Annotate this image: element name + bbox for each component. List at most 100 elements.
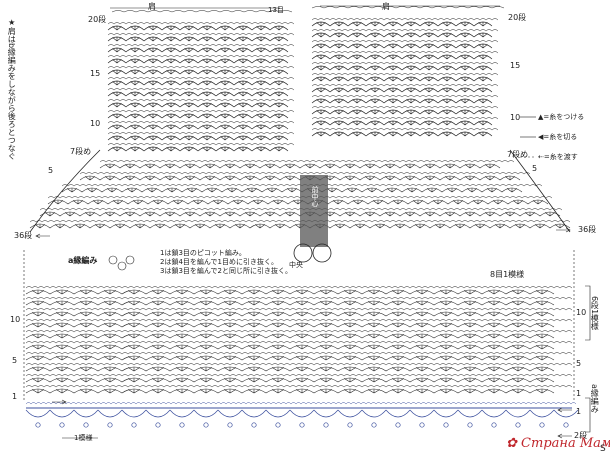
a-border-scallop	[169, 409, 195, 418]
yoke-left-fan-row	[107, 58, 289, 64]
yoke-left-fan-row	[107, 25, 289, 31]
body-chain-row	[25, 319, 573, 322]
row-label-10-body-right: 10	[576, 308, 587, 317]
row-label-20-left: 20段	[88, 15, 107, 24]
yoke-right-chain-row	[311, 95, 499, 98]
partial-s: S	[600, 444, 606, 454]
yoke-body-chain-row	[99, 160, 515, 163]
a-border-picot	[347, 422, 353, 428]
yoke-right-chain-row	[311, 62, 499, 65]
a-border-row-1	[25, 402, 577, 405]
picot-note-title: a縁編み	[68, 256, 98, 265]
yoke-left-chain-row	[107, 110, 295, 113]
body-chain-row	[25, 374, 573, 377]
front-center-band	[300, 175, 328, 247]
legend-attach: ▲=糸をつける	[538, 113, 585, 121]
body-fan-row	[25, 355, 555, 361]
yoke-left-fan-row	[107, 91, 289, 97]
a-border-picot	[299, 422, 305, 428]
row-label-36-right: 36段	[578, 225, 597, 234]
yoke-right-chain-row	[311, 51, 499, 54]
row-direction-arrow	[557, 407, 572, 413]
yoke-left-fan-row	[107, 36, 289, 42]
yoke-body-fan-row	[47, 199, 549, 205]
a-border-picot	[467, 422, 473, 428]
a-border-picot	[179, 422, 185, 428]
yoke-left-chain-row	[107, 99, 295, 102]
a-border-bracket	[585, 397, 591, 433]
a-border-scallop	[409, 409, 435, 418]
yoke-right-fan-row	[311, 109, 493, 115]
a-border-scallop	[217, 409, 243, 418]
a-border-picot	[419, 422, 425, 428]
yoke-right-chain-row	[311, 73, 499, 76]
yoke-right-chain-row	[311, 117, 499, 120]
picot-diagram-1	[108, 255, 118, 265]
watermark: ✿ Страна Мам	[506, 436, 610, 451]
row-label-5-body-left: 5	[12, 356, 18, 365]
armhole-right-edge	[509, 149, 571, 233]
yoke-body-fan-row	[29, 223, 571, 229]
yoke-right-fan-row	[311, 98, 493, 104]
row-label-10-left: 10	[90, 119, 101, 128]
picot-note: 1は鎖3目のピコット編み。 2は鎖4目を編んで1目めに引き抜く。 3は鎖3目を編…	[160, 249, 292, 276]
a-border-picot	[203, 422, 209, 428]
a-border-scallop	[97, 409, 123, 418]
yoke-left-fan-row	[107, 146, 289, 152]
row-label-15-right: 15	[510, 61, 521, 70]
row-label-1-left: 1	[12, 392, 18, 401]
a-border-picot	[251, 422, 257, 428]
a-border-scallop	[145, 409, 171, 418]
body-chain-row	[25, 341, 573, 344]
watermark-logo-icon: ✿	[506, 436, 517, 451]
stitch-repeat-8: 8目1模様	[490, 270, 525, 279]
yoke-right-chain-row	[311, 106, 499, 109]
body-fan-row	[25, 300, 555, 306]
yoke-left-chain-row	[107, 55, 295, 58]
a-border-picot	[371, 422, 377, 428]
yoke-left-chain-row	[107, 44, 295, 47]
row-label-15-left: 15	[90, 69, 101, 78]
center-motif-right	[312, 243, 332, 263]
yoke-left-fan-row	[107, 80, 289, 86]
a-border-picot	[275, 422, 281, 428]
yoke-right-chain-row	[311, 128, 499, 131]
body-fan-row	[25, 311, 555, 317]
a-border-picot	[107, 422, 113, 428]
shoulder-label-right: 肩	[382, 2, 390, 11]
body-chain-row	[25, 385, 573, 388]
front-center-label: 前中心	[311, 186, 320, 207]
row-direction-arrow	[35, 233, 50, 239]
a-border-picot	[443, 422, 449, 428]
legend-carry-icon: ⇠	[538, 153, 544, 161]
yoke-left-chain-row	[107, 143, 295, 146]
row-label-5-right: 5	[532, 164, 538, 173]
row-label-1-body-right: 1	[576, 389, 582, 398]
row-label-7-right: 7段め	[507, 150, 529, 159]
a-border-scallop	[73, 409, 99, 418]
legend-carry: ⇠=糸を渡す	[538, 153, 578, 161]
a-border-scallop	[457, 409, 483, 418]
row-direction-arrow	[557, 433, 572, 439]
legend-attach-icon: ▲	[538, 113, 544, 121]
picot-diagram-3	[125, 255, 135, 265]
body-fan-row	[25, 333, 555, 339]
a-border-scallop	[193, 409, 219, 418]
row-label-36-left: 36段	[14, 231, 33, 240]
picot-note-line-1: 1は鎖3目のピコット編み。	[160, 249, 246, 257]
body-fan-row	[25, 344, 555, 350]
row-label-10-body-left: 10	[10, 315, 21, 324]
yoke-left-fan-row	[107, 102, 289, 108]
body-chain-row	[25, 308, 573, 311]
six-row-bracket	[585, 285, 591, 341]
yoke-right-fan-row	[311, 87, 493, 93]
a-border-picot	[83, 422, 89, 428]
yoke-left-chain-row	[107, 121, 295, 124]
yoke-right-chain-row	[311, 18, 499, 21]
a-border-picot	[563, 422, 569, 428]
yoke-right-chain-row	[311, 29, 499, 32]
body-fan-row	[25, 377, 555, 383]
a-border-picot	[515, 422, 521, 428]
border-row-label-2: 2段	[574, 431, 588, 440]
